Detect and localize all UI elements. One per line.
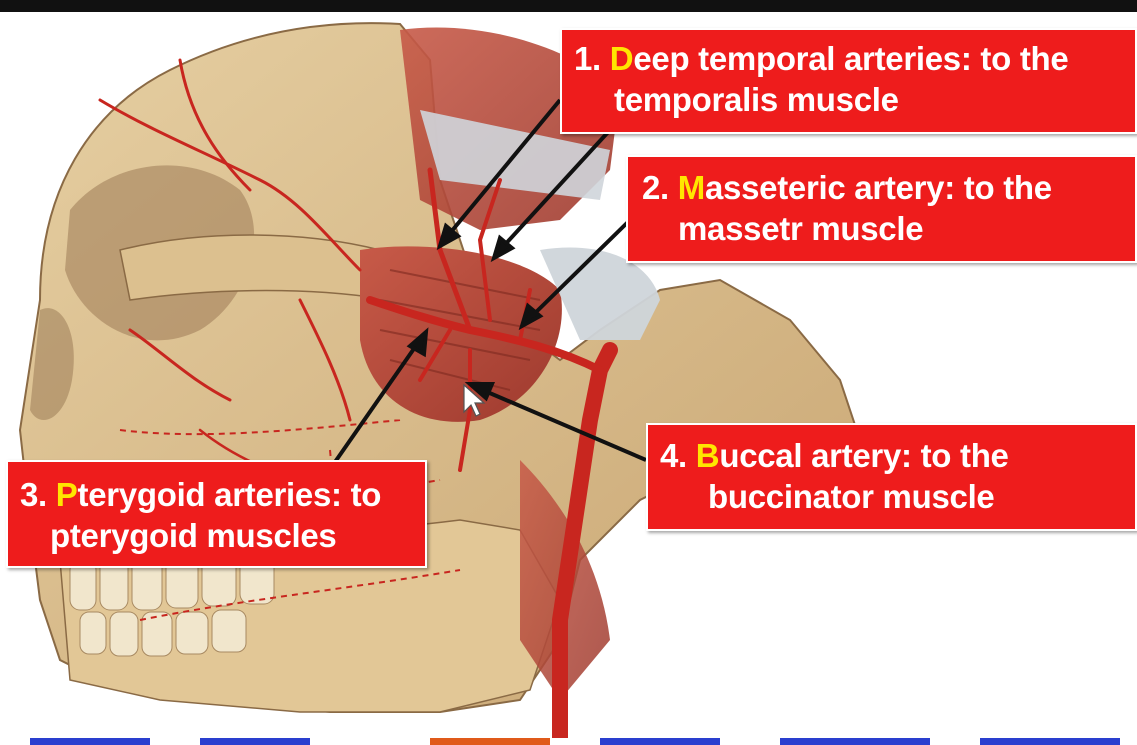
callout-initial: B — [696, 437, 720, 474]
callout-line2: pterygoid muscles — [20, 515, 417, 556]
callout-number: 4. — [660, 437, 687, 474]
callout-line2: buccinator muscle — [660, 476, 1127, 517]
callout-number: 2. — [642, 169, 669, 206]
callout-number: 1. — [574, 40, 601, 77]
callout-pterygoid-arteries: 3. Pterygoid arteries: to pterygoid musc… — [6, 460, 427, 568]
callout-buccal-artery: 4. Buccal artery: to the buccinator musc… — [646, 423, 1137, 531]
bottom-cropped-banner — [20, 738, 1137, 745]
callout-line2: massetr muscle — [642, 208, 1125, 249]
callout-number: 3. — [20, 476, 47, 513]
callout-text: asseteric artery: to the — [705, 169, 1052, 206]
callout-initial: P — [56, 476, 78, 513]
callout-masseteric-artery: 2. Masseteric artery: to the massetr mus… — [626, 155, 1137, 263]
callout-text: terygoid arteries: to — [78, 476, 382, 513]
callout-initial: D — [610, 40, 634, 77]
callout-deep-temporal-arteries: 1. Deep temporal arteries: to the tempor… — [560, 28, 1137, 134]
callout-text: uccal artery: to the — [719, 437, 1008, 474]
callout-text: eep temporal arteries: to the — [633, 40, 1068, 77]
callout-initial: M — [678, 169, 705, 206]
top-bar — [0, 0, 1137, 12]
callout-line2: temporalis muscle — [574, 79, 1125, 120]
